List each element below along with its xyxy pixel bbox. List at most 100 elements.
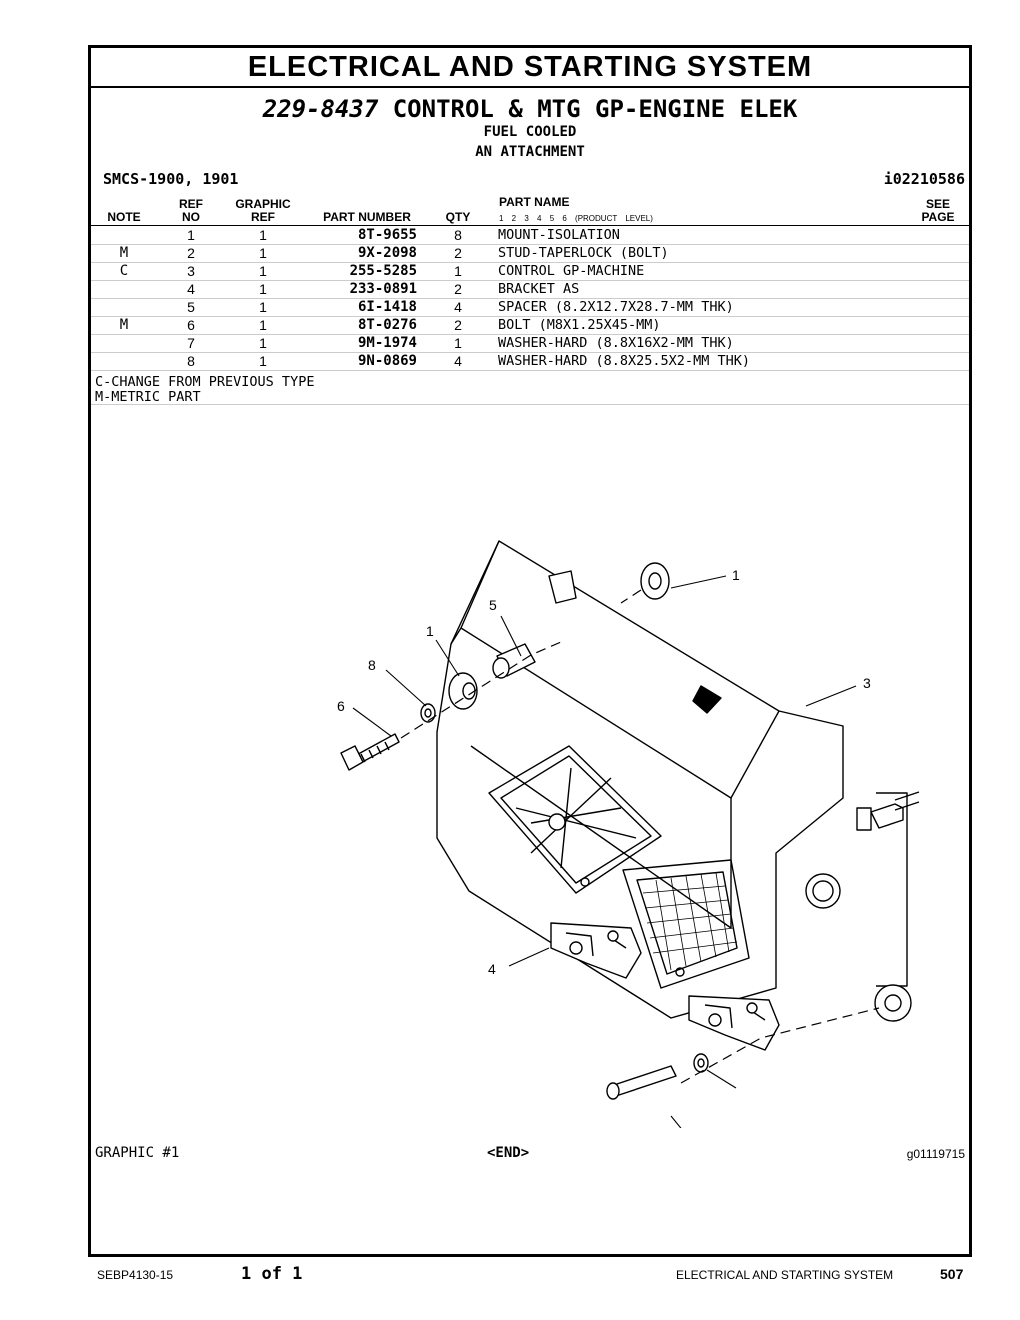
row-qty: 4	[454, 353, 462, 369]
washer-small-part	[693, 1053, 709, 1073]
row-qty: 8	[454, 227, 462, 243]
row-qty: 2	[454, 245, 462, 261]
ecm-housing	[436, 540, 920, 1022]
group-number: 229-8437	[262, 95, 379, 123]
bracket-upper	[550, 922, 642, 979]
row-part-number: 8T-9655	[357, 227, 417, 243]
col-name-label: PART NAME	[499, 195, 570, 209]
stud-part	[606, 1065, 677, 1100]
row-ref: 6	[187, 317, 195, 333]
footer-page-of: 1 of 1	[241, 1264, 303, 1284]
graphic-id: g01119715	[906, 1147, 965, 1161]
row-qty: 1	[454, 263, 462, 279]
legend-change: C-CHANGE FROM PREVIOUS TYPE	[95, 374, 315, 390]
smcs-code: SMCS-1900, 1901	[103, 170, 239, 188]
table-row: 4 1 233-0891 2 BRACKET AS	[91, 280, 969, 299]
group-title: 229-8437 CONTROL & MTG GP-ENGINE ELEK	[91, 95, 969, 123]
col-qty-label: QTY	[445, 210, 471, 224]
col-note-label: NOTE	[107, 210, 141, 224]
exploded-parts-drawing: 1 5 1 8 6 3 4 7 2	[337, 540, 920, 1128]
col-ref-label-1: REF	[179, 197, 203, 211]
end-marker: <END>	[487, 1145, 530, 1161]
washer-part	[420, 703, 436, 723]
notes-legend: C-CHANGE FROM PREVIOUS TYPE M-METRIC PAR…	[95, 375, 314, 405]
row-part-number: 8T-0276	[357, 317, 417, 333]
subtitle-2: AN ATTACHMENT	[475, 144, 585, 160]
callout-1-top: 1	[732, 567, 740, 583]
row-part-number: 9X-2098	[357, 245, 417, 261]
row-part-name: BOLT (M8X1.25X45-MM)	[498, 317, 661, 333]
row-part-name: CONTROL GP-MACHINE	[498, 263, 645, 279]
row-part-name: SPACER (8.2X12.7X28.7-MM THK)	[498, 299, 734, 315]
row-part-number: 9M-1974	[357, 335, 417, 351]
legend-metric: M-METRIC PART	[95, 389, 201, 405]
row-ref: 1	[187, 227, 195, 243]
connector-pins	[642, 872, 738, 971]
row-qty: 2	[454, 281, 462, 297]
callout-4: 4	[488, 961, 496, 977]
leader-lines	[352, 575, 857, 1128]
row-qty: 4	[454, 299, 462, 315]
col-qty-header: QTY	[441, 211, 475, 224]
row-graphic-ref: 1	[259, 335, 267, 351]
row-graphic-ref: 1	[259, 263, 267, 279]
callout-1-left: 1	[426, 623, 434, 639]
section-title: ELECTRICAL AND STARTING SYSTEM	[247, 51, 813, 83]
row-part-name: WASHER-HARD (8.8X16X2-MM THK)	[498, 335, 734, 351]
row-part-number: 233-0891	[349, 281, 417, 297]
row-part-name: WASHER-HARD (8.8X25.5X2-MM THK)	[498, 353, 750, 369]
row-graphic-ref: 1	[259, 245, 267, 261]
subtitle-1: FUEL COOLED	[483, 124, 577, 140]
product-levels: 1 2 3 4 5 6 (PRODUCT LEVEL)	[499, 214, 653, 223]
row-part-number: 255-5285	[349, 263, 417, 279]
callout-6: 6	[337, 698, 345, 714]
row-part-number: 6I-1418	[357, 299, 417, 315]
row-ref: 4	[187, 281, 195, 297]
row-part-name: BRACKET AS	[498, 281, 580, 297]
group-name: CONTROL & MTG GP-ENGINE ELEK	[392, 95, 798, 123]
table-row: M 6 1 8T-0276 2 BOLT (M8X1.25X45-MM)	[91, 316, 969, 335]
row-ref: 8	[187, 353, 195, 369]
col-name-header: PART NAME	[499, 196, 569, 209]
row-ref: 5	[187, 299, 195, 315]
callout-3: 3	[863, 675, 871, 691]
callout-8: 8	[368, 657, 376, 673]
graphic-label: GRAPHIC #1	[95, 1145, 180, 1161]
row-ref: 7	[187, 335, 195, 351]
legend-divider	[91, 404, 969, 405]
row-graphic-ref: 1	[259, 299, 267, 315]
row-part-name: MOUNT-ISOLATION	[498, 227, 620, 243]
row-graphic-ref: 1	[259, 353, 267, 369]
illustration-id: i02210586	[883, 170, 965, 188]
table-row: 1 1 8T-9655 8 MOUNT-ISOLATION	[91, 226, 969, 245]
header-divider	[91, 225, 969, 226]
page-frame: ELECTRICAL AND STARTING SYSTEM 229-8437 …	[88, 45, 972, 1257]
row-graphic-ref: 1	[259, 281, 267, 297]
col-gref-label-1: GRAPHIC	[235, 197, 291, 211]
mount-isolation-left	[448, 672, 478, 710]
row-graphic-ref: 1	[259, 317, 267, 333]
col-see-label-2: PAGE	[921, 210, 955, 224]
row-note: C	[119, 263, 129, 279]
footer-page-number: 507	[940, 1266, 964, 1282]
table-row: 5 1 6I-1418 4 SPACER (8.2X12.7X28.7-MM THK)	[91, 298, 969, 317]
footer-doc-number: SEBP4130-15	[97, 1268, 174, 1282]
footer-section: ELECTRICAL AND STARTING SYSTEM	[676, 1268, 894, 1282]
row-ref: 2	[187, 245, 195, 261]
bracket-lower	[688, 995, 780, 1051]
row-qty: 2	[454, 317, 462, 333]
col-note-header: NOTE	[101, 211, 147, 224]
row-qty: 1	[454, 335, 462, 351]
table-row: 7 1 9M-1974 1 WASHER-HARD (8.8X16X2-MM THK)	[91, 334, 969, 353]
row-note: M	[119, 317, 129, 333]
section-title-bar: ELECTRICAL AND STARTING SYSTEM	[91, 48, 969, 88]
row-graphic-ref: 1	[259, 227, 267, 243]
spacer-part	[492, 643, 536, 679]
col-ref-label-2: NO	[182, 210, 200, 224]
col-gref-label-2: REF	[251, 210, 275, 224]
bolt-part	[340, 733, 400, 771]
